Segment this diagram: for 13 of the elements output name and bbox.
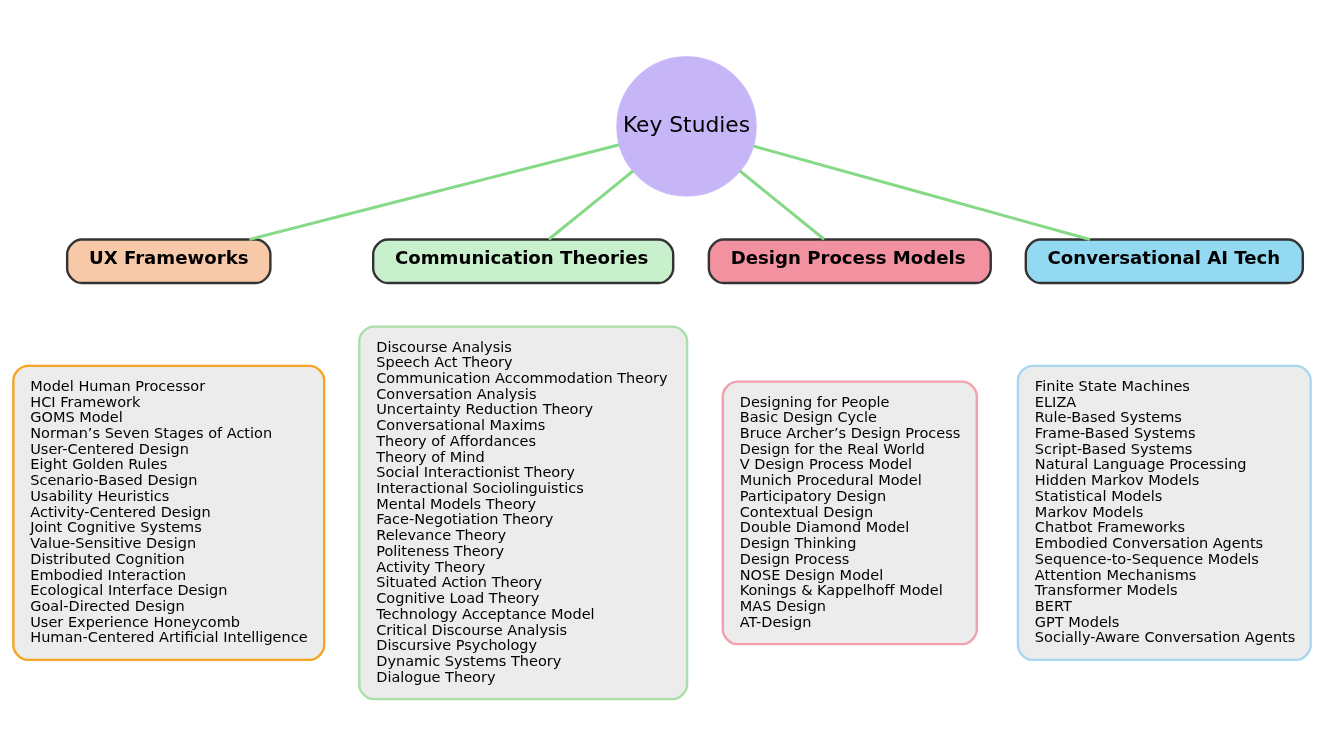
connector (249, 143, 620, 241)
connector (753, 144, 1091, 241)
node-box: Communication Theories (372, 238, 675, 285)
node-box: Conversational AI Tech (1024, 238, 1304, 285)
connector (547, 169, 634, 241)
node-circle: Key Studies (616, 56, 757, 197)
node-box: Finite State Machines ELIZA Rule-Based Systems Frame-Based Systems Script-Based Systems Natural Language Processing Hidden Markov Models Statistical Models Markov Models Chatbot Frameworks Embodied Conversation Agents Sequence-to-Sequence Models Attention Mechanisms Transformer Models BERT GPT Models Socially-Aware Conversation Agents (1016, 364, 1312, 662)
connector (739, 169, 826, 241)
node-box: Design Process Models (707, 238, 992, 285)
node-box: Model Human Processor HCI Framework GOMS Model Norman’s Seven Stages of Action User-Centered Design Eight Golden Rules Scenario-Based Design Usability Heuristics Activity-Centered Design Joint Cognitive Systems Value-Sensitive Design Distributed Cognition Embodied Interaction Ecological Interface Design Goal-Directed Design User Experience Honeycomb Human-Centered Artificial Intelligence (12, 364, 326, 662)
node-box: UX Frameworks (65, 238, 272, 285)
node-box: Designing for People Basic Design Cycle Bruce Archer’s Design Process Design for the Real World V Design Process Model Munich Procedural Model Participatory Design Contextual Design Double Diamond Model Design Thinking Design Process NOSE Design Model Konings & Kappelhoff Model MAS Design AT-Design (721, 380, 978, 646)
node-box: Discourse Analysis Speech Act Theory Communication Accommodation Theory Conversation Analysis Uncertainty Reduction Theory Conversational Maxims Theory of Affordances Theory of Mind Social Interactionist Theory Interactional Sociolinguistics Mental Models Theory Face-Negotiation Theory Relevance Theory Politeness Theory Activity Theory Situated Action Theory Cognitive Load Theory Technology Acceptance Model Critical Discourse Analysis Discursive Psychology Dynamic Systems Theory Dialogue Theory (358, 325, 689, 701)
